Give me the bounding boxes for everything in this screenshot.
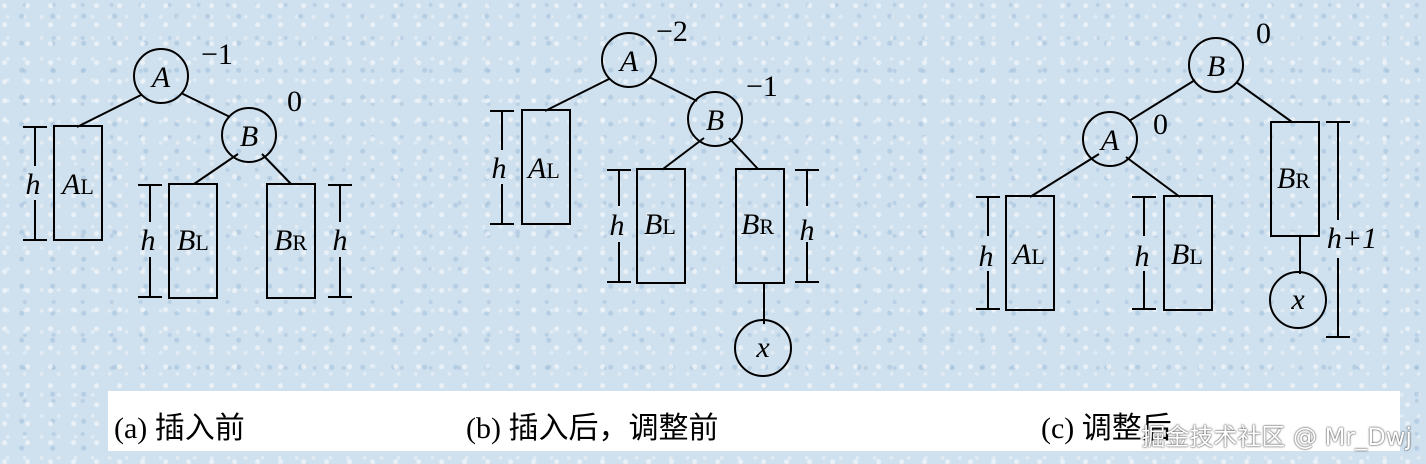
subtree-box	[1270, 121, 1320, 237]
subtree-label: BR	[1277, 162, 1310, 195]
node-label: x	[755, 331, 770, 364]
height-marker: h	[607, 169, 631, 283]
subtree-box	[636, 168, 686, 284]
node-c-B: B	[1188, 37, 1244, 93]
edge-b-B-BR	[728, 137, 759, 170]
subtree-label: AL	[60, 168, 94, 201]
height-marker: h	[138, 184, 162, 298]
subtree-label: AL	[1011, 238, 1045, 271]
height-marker: h	[490, 110, 514, 225]
subtree-box	[735, 168, 785, 284]
height-label: h	[800, 214, 815, 247]
subtree-box	[1005, 195, 1055, 311]
balance-factor: 0	[1256, 17, 1271, 50]
caption-a: (a) 插入前	[114, 412, 245, 445]
node-b-x: x	[734, 319, 792, 377]
height-label: h	[492, 152, 507, 185]
height-label: h+1	[1327, 222, 1377, 255]
subtree-label: BR	[274, 224, 307, 257]
subtree-label: BL	[1171, 238, 1203, 271]
height-label: h	[141, 224, 156, 257]
height-marker: h	[328, 184, 352, 298]
node-b-B: B	[687, 91, 743, 147]
node-a-B: B	[221, 107, 277, 163]
caption-c: (c) 调整后	[1041, 412, 1172, 445]
edge-a-A-AL	[76, 94, 142, 128]
edge-a-B-BL	[193, 153, 239, 185]
subtree-box	[53, 125, 103, 241]
caption-b: (b) 插入后，调整前	[466, 412, 719, 445]
height-marker: h	[976, 196, 1000, 310]
node-c-A: A	[1082, 111, 1138, 167]
node-label: A	[150, 61, 171, 94]
edge-a-A-B	[180, 92, 231, 118]
subtree-box	[266, 183, 316, 299]
height-marker: h	[23, 126, 47, 241]
subtree-label: AL	[526, 152, 560, 185]
height-marker: h+1	[1326, 121, 1377, 338]
panel-a: A −1 B 0 AL h BL h BR	[23, 38, 352, 299]
node-label: A	[1099, 124, 1120, 157]
node-label: A	[618, 45, 639, 78]
subtree-label: BL	[644, 208, 676, 241]
height-label: h	[1135, 240, 1150, 273]
node-a-A: A	[133, 48, 189, 104]
height-marker: h	[1132, 196, 1156, 310]
subtree-box	[1163, 195, 1213, 311]
edge-b-A-AL	[544, 78, 610, 112]
edge-c-A-AL	[1029, 153, 1100, 198]
node-c-x: x	[1269, 271, 1327, 329]
height-label: h	[610, 209, 625, 242]
balance-factor: −1	[201, 38, 233, 71]
height-marker: h	[795, 169, 819, 283]
edge-a-B-BR	[261, 153, 292, 185]
edge-b-A-B	[648, 76, 698, 102]
caption-bar	[108, 391, 1400, 451]
node-label: B	[706, 104, 724, 137]
subtree-label: BL	[177, 224, 209, 257]
balance-factor: 0	[287, 85, 302, 118]
node-b-A: A	[601, 32, 657, 88]
balance-factor: 0	[1153, 108, 1168, 141]
edge-c-A-BL	[1125, 156, 1181, 198]
height-label: h	[26, 168, 41, 201]
balance-factor: −2	[656, 15, 688, 48]
node-label: B	[240, 120, 258, 153]
panel-c: B 0 A 0 x AL h BL h	[976, 17, 1377, 338]
node-label: B	[1207, 50, 1225, 83]
edge-c-B-BR	[1235, 81, 1293, 123]
watermark: 掘金技术社区 @ Mr_Dwj	[1141, 423, 1412, 451]
height-label: h	[333, 224, 348, 257]
subtree-box	[168, 183, 218, 299]
subtree-label: BR	[741, 208, 774, 241]
node-label: x	[1290, 283, 1305, 316]
subtree-box	[521, 109, 571, 225]
balance-factor: −1	[746, 70, 778, 103]
edge-b-B-BL	[662, 137, 705, 170]
panel-b: A −2 B −1 x AL h BL h	[490, 15, 819, 377]
edge-c-B-A	[1128, 79, 1196, 122]
height-label: h	[979, 240, 994, 273]
